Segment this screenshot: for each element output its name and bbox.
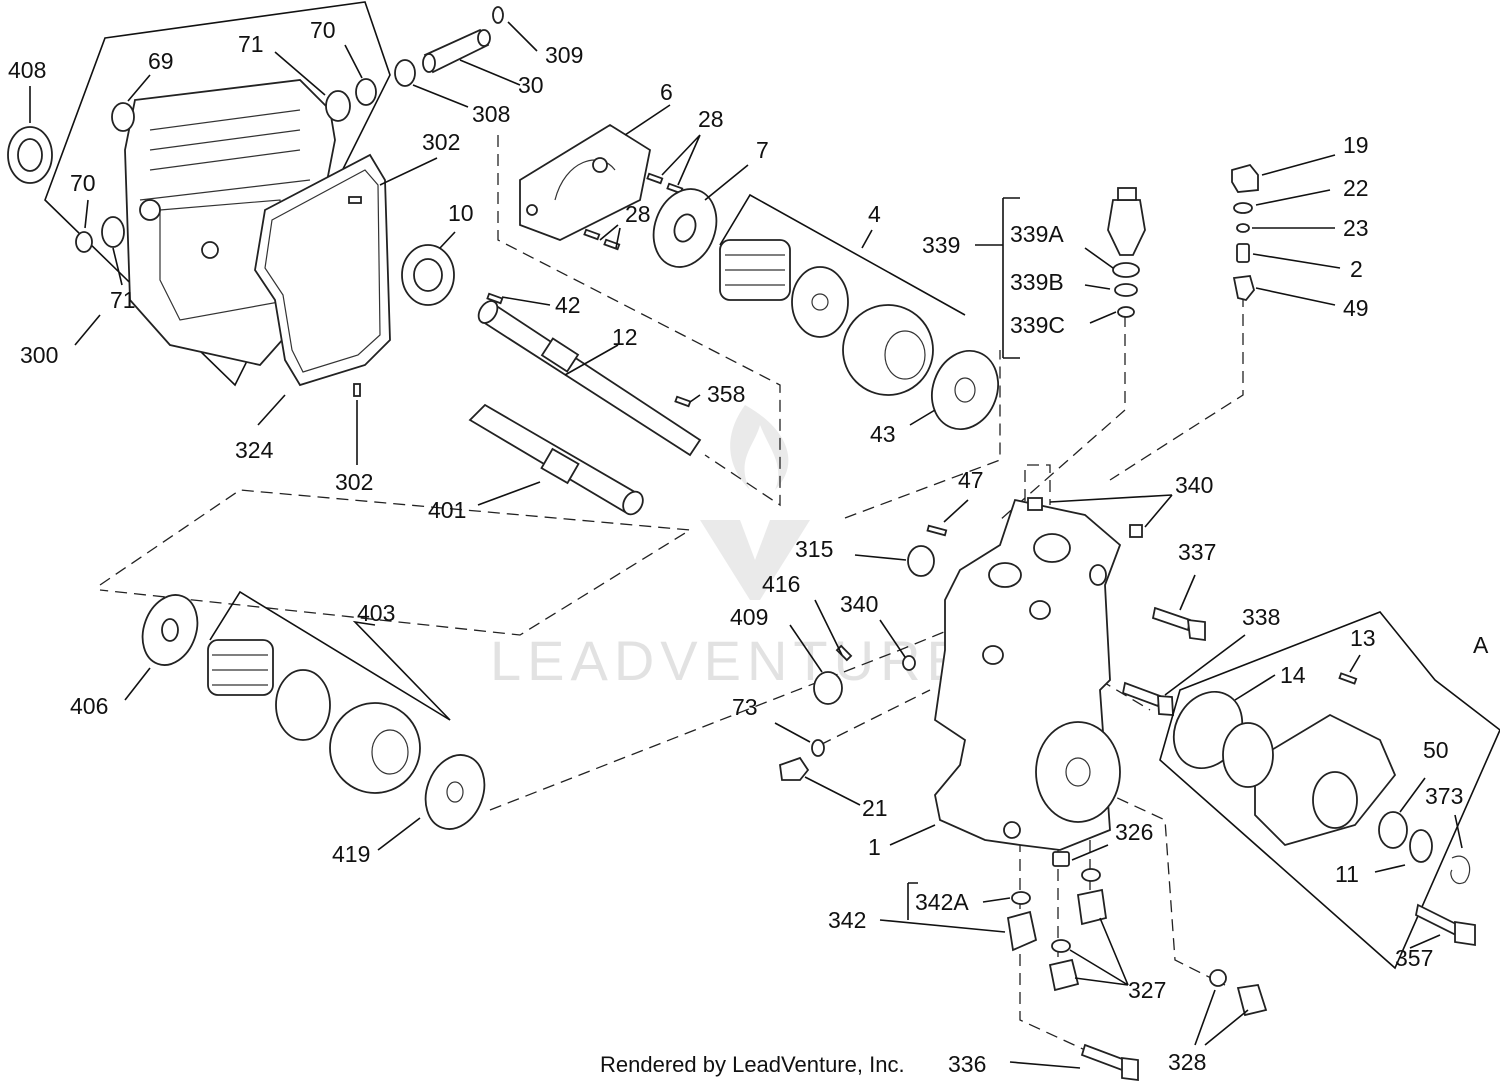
callout-342: 342 — [828, 907, 866, 933]
callout-A: A — [1473, 632, 1489, 658]
callout-337: 337 — [1178, 539, 1216, 565]
bushing-315 — [907, 545, 935, 577]
watermark-logo: LEADVENTURE — [490, 405, 970, 692]
callout-302: 302 — [335, 469, 373, 495]
screw-336 — [1080, 1043, 1139, 1082]
callout-4: 4 — [868, 201, 881, 227]
callout-373: 373 — [1425, 783, 1463, 809]
pin-302b — [353, 383, 361, 397]
callout-14: 14 — [1280, 662, 1306, 688]
callout-23: 23 — [1343, 215, 1369, 241]
callout-328: 328 — [1168, 1049, 1206, 1075]
callout-342A: 342A — [915, 889, 969, 915]
callout-47: 47 — [958, 467, 984, 493]
pin-302a — [348, 196, 362, 204]
callout-336: 336 — [948, 1051, 986, 1077]
callout-403: 403 — [357, 600, 395, 626]
callout-1: 1 — [868, 834, 881, 860]
callout-401: 401 — [428, 497, 466, 523]
callout-2: 2 — [1350, 256, 1363, 282]
callout-43: 43 — [870, 421, 896, 447]
callout-315: 315 — [795, 536, 833, 562]
callout-416: 416 — [762, 571, 800, 597]
screw-337 — [1151, 606, 1206, 642]
callout-300: 300 — [20, 342, 58, 368]
callout-339A: 339A — [1010, 221, 1064, 247]
callout-339: 339 — [922, 232, 960, 258]
callout-6: 6 — [660, 79, 673, 105]
callout-7: 7 — [756, 137, 769, 163]
fitting-19-stack — [1231, 163, 1259, 302]
callout-327: 327 — [1128, 977, 1166, 1003]
valve-plate-43 — [931, 349, 999, 431]
screw-338 — [1121, 681, 1174, 716]
shaft-30 — [394, 6, 504, 87]
callout-340: 340 — [1175, 472, 1213, 498]
callout-73: 73 — [732, 694, 758, 720]
callout-71: 71 — [238, 31, 264, 57]
callout-11: 11 — [1335, 861, 1359, 887]
callout-19: 19 — [1343, 132, 1369, 158]
bushing-409 — [813, 671, 843, 705]
callout-70: 70 — [310, 17, 336, 43]
thrust-washer-7 — [652, 188, 718, 268]
leader-lines — [29, 21, 1463, 1069]
callout-21: 21 — [862, 795, 888, 821]
callout-49: 49 — [1343, 295, 1369, 321]
pin-47 — [926, 524, 948, 537]
callout-339B: 339B — [1010, 269, 1064, 295]
callout-324: 324 — [235, 437, 274, 463]
valve-339 — [1107, 187, 1146, 318]
assembly-A — [1159, 611, 1500, 970]
callout-10: 10 — [448, 200, 474, 226]
shaft-401 — [468, 403, 644, 516]
center-section-1 — [934, 497, 1143, 851]
callout-50: 50 — [1423, 737, 1449, 763]
callout-358: 358 — [707, 381, 745, 407]
pump-group-4 — [719, 193, 966, 396]
callout-308: 308 — [472, 101, 510, 127]
footer-credit: Rendered by LeadVenture, Inc. — [600, 1052, 905, 1077]
callout-labels: 408 69 71 70 309 30 308 302 70 71 300 10… — [8, 17, 1489, 1077]
callout-338: 338 — [1242, 604, 1280, 630]
callout-22: 22 — [1343, 175, 1369, 201]
callout-13: 13 — [1350, 625, 1376, 651]
callout-419: 419 — [332, 841, 370, 867]
callout-70: 70 — [70, 170, 96, 196]
callout-309: 309 — [545, 42, 583, 68]
callout-408: 408 — [8, 57, 46, 83]
callout-71: 71 — [110, 287, 136, 313]
callout-406: 406 — [70, 693, 108, 719]
watermark-text: LEADVENTURE — [490, 629, 970, 692]
callout-326: 326 — [1115, 819, 1153, 845]
bearing-10 — [401, 244, 455, 306]
callout-28: 28 — [625, 201, 651, 227]
callout-340: 340 — [840, 591, 878, 617]
swashplate-housing-6 — [519, 123, 652, 241]
motor-group-403 — [141, 590, 486, 830]
callout-12: 12 — [612, 324, 638, 350]
callout-30: 30 — [518, 72, 544, 98]
callout-28: 28 — [698, 106, 724, 132]
plug-21 — [779, 756, 810, 781]
callout-42: 42 — [555, 292, 581, 318]
callout-357: 357 — [1395, 945, 1433, 971]
callout-339C: 339C — [1010, 312, 1065, 338]
plug-342 — [1006, 910, 1038, 952]
callout-409: 409 — [730, 604, 768, 630]
callout-69: 69 — [148, 48, 174, 74]
callout-302: 302 — [422, 129, 460, 155]
